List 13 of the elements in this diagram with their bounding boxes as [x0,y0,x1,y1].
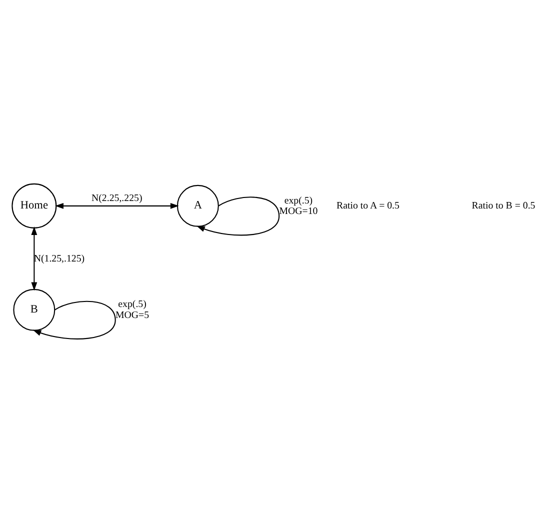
arrow [55,202,179,209]
arrow [31,226,38,291]
arrow [196,196,280,236]
label: Ratio to A = 0.5 [336,200,400,212]
node-circle: Home [12,183,57,228]
node-circle: A [176,184,219,227]
edge-label: N(2.25,.225) [92,193,142,204]
edge-label: exp(.5) MOG=5 [116,299,150,321]
edge-label: exp(.5) MOG=10 [279,195,318,217]
node-circle: B [13,288,56,331]
label: Ratio to B = 0.5 [472,200,536,212]
edge-label: N(1.25,.125) [34,253,85,264]
arrow [32,300,116,340]
